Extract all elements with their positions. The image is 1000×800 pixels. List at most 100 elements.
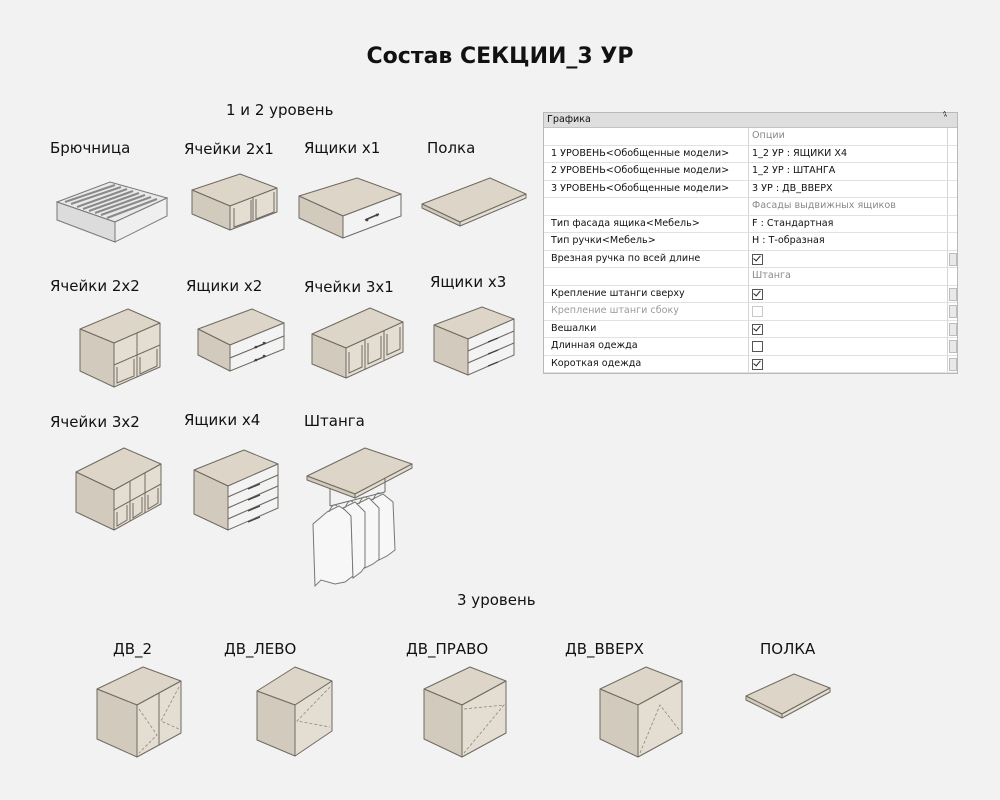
param-cell	[947, 320, 957, 337]
label-yashchiki-x3: Ящики х3	[430, 273, 507, 291]
panel-header[interactable]: Графика ˄˄	[544, 111, 957, 128]
yashchiki-x2-model	[197, 308, 285, 372]
property-checkbox[interactable]	[752, 341, 763, 352]
chevron-up-double-icon[interactable]: ˄˄	[942, 111, 948, 125]
label-bryuchnitsa: Брючница	[50, 139, 131, 157]
dv-2-model	[96, 666, 182, 758]
property-label: 1 УРОВЕНЬ<Обобщенные модели>	[544, 145, 749, 162]
property-label: 2 УРОВЕНЬ<Обобщенные модели>	[544, 163, 749, 180]
property-value-cell	[749, 303, 947, 320]
associate-param-button	[949, 305, 957, 318]
bryuchnitsa-model	[55, 181, 169, 243]
associate-param-button[interactable]	[949, 252, 957, 266]
param-cell	[947, 355, 957, 372]
property-value[interactable]: 3 УР : ДВ_ВВЕРХ	[752, 182, 833, 194]
level-3-heading: 3 уровень	[457, 591, 536, 609]
page-title: Состав СЕКЦИИ_3 УР	[366, 44, 634, 69]
property-row[interactable]: 2 УРОВЕНЬ<Обобщенные модели>1_2 УР : ШТА…	[544, 163, 957, 181]
label-dv-pravo: ДВ_ПРАВО	[406, 640, 489, 658]
property-value-cell	[749, 338, 947, 355]
associate-param-button[interactable]	[949, 340, 957, 353]
param-cell	[947, 145, 957, 162]
yacheiki-2x2-model	[79, 308, 161, 388]
label-dv-levo: ДВ_ЛЕВО	[224, 640, 297, 658]
property-label: Короткая одежда	[544, 355, 749, 372]
property-value-cell	[749, 286, 947, 303]
property-label	[544, 128, 749, 145]
label-dv-2: ДВ_2	[113, 640, 153, 658]
param-cell	[947, 303, 957, 320]
property-group-row: Штанга	[544, 268, 957, 286]
property-checkbox[interactable]	[752, 358, 763, 370]
dv-pravo-model	[423, 666, 507, 758]
label-dv-vverkh: ДВ_ВВЕРХ	[565, 640, 644, 658]
param-cell	[947, 338, 957, 355]
label-polka: Полка	[427, 139, 476, 157]
property-label: Крепление штанги сбоку	[544, 303, 749, 320]
yacheiki-3x2-model	[75, 447, 162, 531]
associate-param-button[interactable]	[949, 322, 957, 336]
dv-vverkh-model	[599, 666, 683, 758]
property-value[interactable]: 1_2 УР : ЯЩИКИ Х4	[752, 147, 848, 159]
param-cell	[947, 285, 957, 302]
param-cell	[947, 250, 957, 267]
property-value[interactable]: Н : Т-образная	[752, 235, 825, 246]
property-value-cell	[749, 251, 947, 268]
property-row[interactable]: Крепление штанги сбоку	[544, 303, 957, 321]
dv-levo-model	[256, 666, 333, 757]
yashchiki-x4-model	[193, 449, 279, 531]
shtanga-model	[306, 447, 413, 588]
property-row[interactable]: Вешалки	[544, 320, 957, 338]
property-value-cell	[749, 356, 947, 373]
label-yacheiki-3x2: Ячейки 3х2	[50, 413, 140, 431]
polka-model	[421, 177, 527, 227]
label-yashchiki-x1: Ящики х1	[304, 139, 381, 157]
property-row[interactable]: Тип фасада ящика<Мебель>F : Стандартная	[544, 215, 957, 233]
property-row[interactable]: Тип ручки<Мебель>Н : Т-образная	[544, 233, 957, 251]
property-row[interactable]: Длинная одежда	[544, 338, 957, 356]
property-label: Тип ручки<Мебель>	[544, 233, 749, 250]
label-polka-3: ПОЛКА	[760, 640, 816, 658]
property-checkbox[interactable]	[752, 253, 763, 265]
label-yacheiki-3x1: Ячейки 3х1	[304, 278, 394, 296]
param-cell	[947, 215, 957, 232]
param-cell	[947, 233, 957, 250]
property-group-title: Фасады выдвижных ящиков	[752, 200, 896, 211]
property-row[interactable]: 1 УРОВЕНЬ<Обобщенные модели>1_2 УР : ЯЩИ…	[544, 145, 957, 163]
yashchiki-x1-model	[298, 177, 402, 239]
property-label	[544, 198, 749, 215]
property-value[interactable]: F : Стандартная	[752, 217, 834, 229]
property-row[interactable]: 3 УРОВЕНЬ<Обобщенные модели>3 УР : ДВ_ВВ…	[544, 180, 957, 198]
label-yacheiki-2x2: Ячейки 2х2	[50, 277, 140, 295]
property-label: Крепление штанги сверху	[544, 285, 749, 302]
yacheiki-2x1-model	[191, 173, 278, 231]
property-group-row: Опции	[544, 128, 957, 146]
property-row[interactable]: Врезная ручка по всей длине	[544, 250, 957, 268]
property-row[interactable]: Короткая одежда	[544, 355, 957, 373]
property-row[interactable]: Крепление штанги сверху	[544, 285, 957, 303]
label-yacheiki-2x1: Ячейки 2х1	[184, 140, 274, 158]
property-label: 3 УРОВЕНЬ<Обобщенные модели>	[544, 180, 749, 197]
property-checkbox[interactable]	[752, 288, 763, 300]
level-1-2-heading: 1 и 2 уровень	[226, 101, 334, 119]
property-value[interactable]: 1_2 УР : ШТАНГА	[752, 165, 836, 176]
associate-param-button[interactable]	[949, 287, 957, 301]
property-checkbox[interactable]	[752, 323, 763, 335]
property-label: Вешалки	[544, 320, 749, 337]
property-label: Тип фасада ящика<Мебель>	[544, 215, 749, 232]
param-cell	[947, 198, 957, 215]
associate-param-button[interactable]	[949, 357, 957, 371]
param-cell	[947, 268, 957, 285]
property-group-title: Опции	[752, 130, 785, 141]
param-cell	[947, 180, 957, 197]
yacheiki-3x1-model	[311, 307, 404, 379]
label-yashchiki-x4: Ящики х4	[184, 411, 261, 429]
property-group-title: Штанга	[752, 270, 791, 281]
panel-header-title: Графика	[547, 114, 591, 125]
polka-3-model	[745, 673, 831, 719]
yashchiki-x3-model	[433, 306, 515, 376]
param-cell	[947, 128, 957, 145]
label-shtanga: Штанга	[304, 412, 365, 430]
